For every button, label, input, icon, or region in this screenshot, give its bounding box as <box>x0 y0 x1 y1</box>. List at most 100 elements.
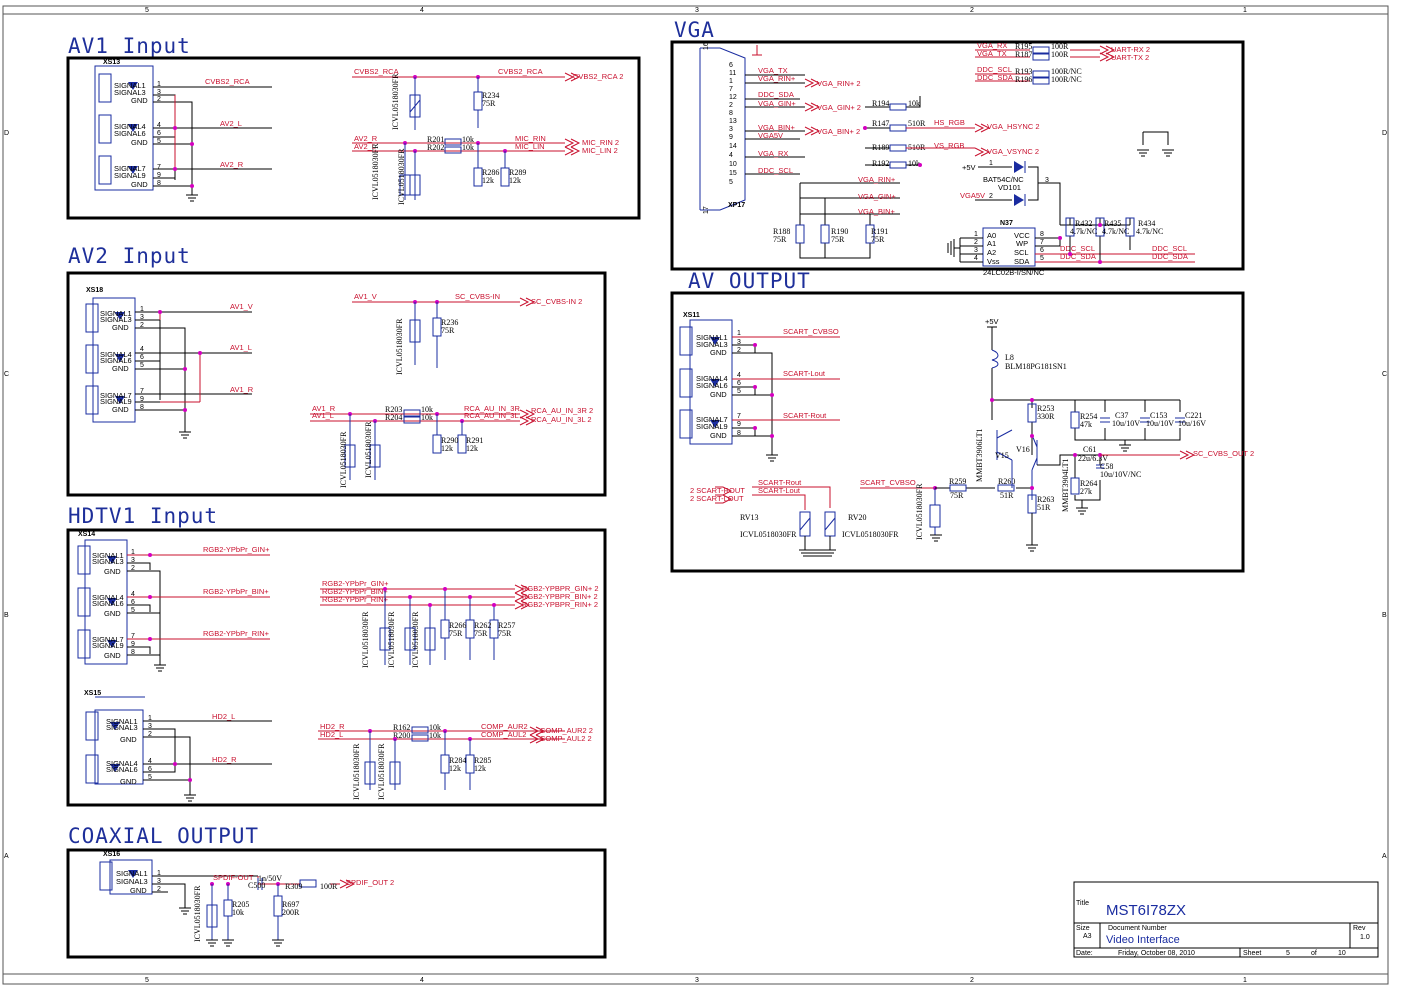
svg-text:SCL: SCL <box>1014 248 1029 257</box>
hdtv1-net-rin-2: RGB2-YPbPr_RIN+ <box>322 595 389 604</box>
hdtv1-block <box>66 528 607 807</box>
vga-ref-r189: R189 <box>872 143 889 152</box>
rev-label: Rev <box>1353 925 1366 932</box>
avout-port-scart-lout: 2 SCART-LOUT <box>690 494 744 503</box>
svg-text:3: 3 <box>140 314 144 321</box>
svg-text:1: 1 <box>989 160 993 167</box>
av1-tvs-1: ICVL0518030FR <box>391 73 400 130</box>
svg-text:7: 7 <box>140 388 144 395</box>
av1-port-mic-lin: MIC_LIN 2 <box>582 146 618 155</box>
svg-text:9: 9 <box>729 134 733 141</box>
avout-ref-r263: R263 <box>1037 495 1054 504</box>
svg-text:8: 8 <box>131 649 135 656</box>
svg-text:ICVL0518030FR: ICVL0518030FR <box>387 611 396 668</box>
vga-net-vga-rx: VGA_RX <box>758 149 788 158</box>
avout-val-c153: 10u/10V <box>1146 419 1174 428</box>
vga-val-r434: 4.7k/NC <box>1136 227 1163 236</box>
svg-text:SIGNAL6: SIGNAL6 <box>92 599 124 608</box>
vga-eeprom-n37: N37 A0 A1 A2 Vss VCC WP SCL SDA 24LC02B-… <box>982 220 1045 277</box>
vga-diode-ref: VD101 <box>998 183 1021 192</box>
svg-text:1: 1 <box>737 330 741 337</box>
svg-text:SIGNAL3: SIGNAL3 <box>116 877 148 886</box>
svg-text:SIGNAL6: SIGNAL6 <box>114 129 146 138</box>
svg-text:ICVL0518030FR: ICVL0518030FR <box>339 431 348 488</box>
date-value: Friday, October 08, 2010 <box>1118 950 1195 957</box>
av2-net-av1-v-2: AV1_V <box>354 292 377 301</box>
section-title-avout: AV OUTPUT <box>688 269 811 293</box>
svg-text:6: 6 <box>729 62 733 69</box>
av1-val-r286: 12k <box>482 176 494 185</box>
svg-text:4: 4 <box>729 152 733 159</box>
vga-val-r187: 100R <box>1051 50 1069 59</box>
rev-value: 1.0 <box>1360 934 1370 941</box>
svg-text:SIGNAL7: SIGNAL7 <box>114 164 146 173</box>
hdtv1-ref-r262: R262 <box>474 621 491 630</box>
svg-text:ICVL0518030FR: ICVL0518030FR <box>395 318 404 375</box>
svg-text:GND: GND <box>104 651 121 660</box>
svg-text:8: 8 <box>140 404 144 411</box>
svg-text:SIGNAL9: SIGNAL9 <box>92 641 124 650</box>
svg-text:SIGNAL9: SIGNAL9 <box>696 422 728 431</box>
svg-text:5: 5 <box>737 388 741 395</box>
hdtv1-net-hd2-r: HD2_R <box>212 755 237 764</box>
avout-net-scart-rout: SCART-Rout <box>783 411 827 420</box>
coax-ref-r205: R205 <box>232 900 249 909</box>
vga-val-r194: 10k <box>908 99 920 108</box>
hdtv1-net-bin: RGB2-YPbPr_BIN+ <box>203 587 269 596</box>
av1-block <box>66 56 641 220</box>
avout-val-r259: 75R <box>950 491 964 500</box>
svg-text:XS13: XS13 <box>103 59 120 66</box>
svg-text:2: 2 <box>737 347 741 354</box>
svg-text:SIGNAL1: SIGNAL1 <box>116 869 148 878</box>
svg-text:XP17: XP17 <box>728 202 745 209</box>
svg-text:ICVL0518030FR: ICVL0518030FR <box>352 743 361 800</box>
hdtv1-val-r262: 75R <box>474 629 488 638</box>
vga-net-gin-2: VGA_GIN+ <box>858 192 896 201</box>
svg-text:XS11: XS11 <box>683 312 700 319</box>
svg-text:1: 1 <box>131 549 135 556</box>
svg-text:GND: GND <box>710 431 727 440</box>
svg-text:6: 6 <box>131 599 135 606</box>
vga-ref-r195: R195 <box>1015 42 1032 51</box>
av1-net-av2-l-2: AV2_L <box>354 142 376 151</box>
svg-text:ICVL0518030FR: ICVL0518030FR <box>411 611 420 668</box>
svg-text:SIGNAL4: SIGNAL4 <box>114 122 146 131</box>
svg-text:1: 1 <box>157 870 161 877</box>
svg-text:6: 6 <box>1040 247 1044 254</box>
svg-text:12: 12 <box>729 94 737 101</box>
vga-port-rin: VGA_RIN+ 2 <box>817 79 861 88</box>
svg-text:5: 5 <box>1040 255 1044 262</box>
avout-q-v15: V15 <box>995 451 1009 460</box>
vga-val-r195: 100R <box>1051 42 1069 51</box>
coax-ref-r697: R697 <box>282 900 299 909</box>
av2-port-sc-cvbs-in: SC_CVBS-IN 2 <box>531 297 582 306</box>
av2-block <box>66 271 607 497</box>
avout-tvs-3: ICVL0518030FR <box>915 483 924 540</box>
svg-text:10: 10 <box>729 161 737 168</box>
svg-text:A2: A2 <box>987 248 996 257</box>
svg-text:2: 2 <box>157 886 161 893</box>
hdtv1-port-gin: RGB2-YPBPR_GIN+ 2 <box>522 584 599 593</box>
vga-plus5: +5V <box>962 163 976 172</box>
avout-val-r264: 27k <box>1080 487 1092 496</box>
vga-net-ddc-scl-2: DDC_SCL <box>1060 244 1095 253</box>
vga-net-gin: VGA_GIN+ <box>758 99 796 108</box>
av1-net-av2-l: AV2_L <box>220 119 242 128</box>
hdtv1-val-r200: 10k <box>429 731 441 740</box>
av1-ref-r286: R286 <box>482 168 499 177</box>
svg-text:GND: GND <box>112 364 129 373</box>
border-top-5: 5 <box>145 7 149 14</box>
hdtv1-val-r162: 10k <box>429 723 441 732</box>
svg-text:SIGNAL1: SIGNAL1 <box>106 717 138 726</box>
avout-net-scart-lout-2: SCART-Lout <box>758 486 801 495</box>
vga-net-ddc-scl: DDC_SCL <box>758 166 793 175</box>
svg-text:SIGNAL3: SIGNAL3 <box>696 340 728 349</box>
av2-port-rca-3l: RCA_AU_IN_3L 2 <box>531 415 592 424</box>
hdtv1-ref-r257: R257 <box>498 621 515 630</box>
vga-ref-r434: R434 <box>1138 219 1155 228</box>
vga-net-vga-tx: VGA_TX <box>758 66 788 75</box>
vga-net-uart-tx: VGA_TX <box>977 49 1007 58</box>
av2-net-av1-l-2: AV1_L <box>312 411 334 420</box>
avout-port-sc-cvbs-out: SC_CVBS_OUT 2 <box>1193 449 1254 458</box>
border-right-a: A <box>1382 853 1387 860</box>
